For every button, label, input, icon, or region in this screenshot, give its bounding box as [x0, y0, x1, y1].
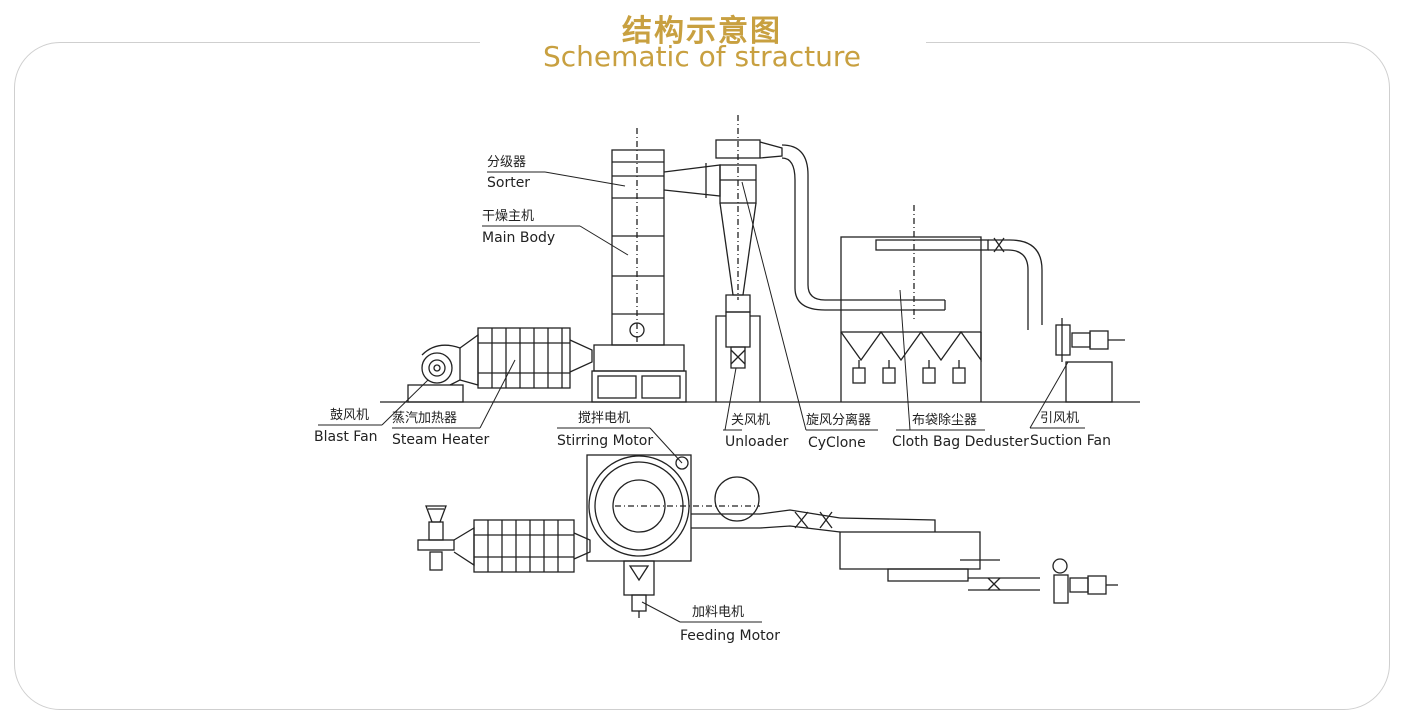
suction-fan-side: [1055, 318, 1125, 403]
plan-feeding-motor: [623, 560, 655, 618]
label-blast-fan-en: Blast Fan: [314, 429, 378, 445]
label-cloth-bag-deduster-en: Cloth Bag Deduster: [892, 434, 1029, 450]
label-unloader-zh: 关风机: [731, 413, 770, 428]
label-blast-fan-zh: 鼓风机: [330, 408, 369, 423]
sorter-duct: [663, 163, 721, 198]
label-stirring-motor-en: Stirring Motor: [557, 433, 653, 449]
label-feeding-motor-en: Feeding Motor: [680, 628, 780, 644]
label-cloth-bag-deduster-zh: 布袋除尘器: [912, 413, 977, 428]
label-cyclone-en: CyClone: [808, 435, 866, 451]
cloth-bag-deduster: [840, 205, 989, 402]
steam-heater-side: [459, 327, 593, 389]
plan-bag-filter: [839, 531, 1000, 582]
plan-cyclone-and-duct: [691, 476, 936, 533]
plan-steam-heater: [453, 519, 591, 573]
label-group: 分级器 Sorter 干燥主机 Main Body 鼓风机 Blast Fan …: [314, 155, 1111, 644]
label-sorter-zh: 分级器: [487, 155, 526, 170]
blast-fan-side: [407, 344, 464, 403]
title-english: Schematic of stracture: [543, 40, 861, 73]
duct-to-suction-fan: [988, 237, 1043, 330]
title-chinese: 结构示意图: [622, 14, 782, 49]
cyclone-separator: [715, 115, 783, 369]
label-cyclone-zh: 旋风分离器: [806, 412, 871, 428]
label-suction-fan-zh: 引风机: [1040, 411, 1079, 426]
title-mask: [480, 30, 926, 60]
label-feeding-motor-zh: 加料电机: [692, 605, 744, 620]
label-suction-fan-en: Suction Fan: [1030, 433, 1111, 449]
plan-suction-fan: [968, 558, 1118, 604]
label-steam-heater-zh: 蒸汽加热器: [392, 411, 457, 426]
label-sorter-en: Sorter: [487, 175, 530, 191]
label-stirring-motor-zh: 搅拌电机: [578, 410, 630, 426]
main-body-tower: [591, 128, 687, 403]
label-steam-heater-en: Steam Heater: [392, 432, 489, 448]
plan-feeder: [417, 505, 455, 571]
unloader-support: [715, 315, 761, 402]
plan-drying-chamber: [586, 454, 760, 562]
leader-lines: [318, 171, 1085, 623]
label-unloader-en: Unloader: [725, 434, 789, 450]
label-main-body-en: Main Body: [482, 230, 555, 246]
duct-cyclone-to-filter: [781, 144, 946, 311]
label-main-body-zh: 干燥主机: [482, 209, 534, 224]
